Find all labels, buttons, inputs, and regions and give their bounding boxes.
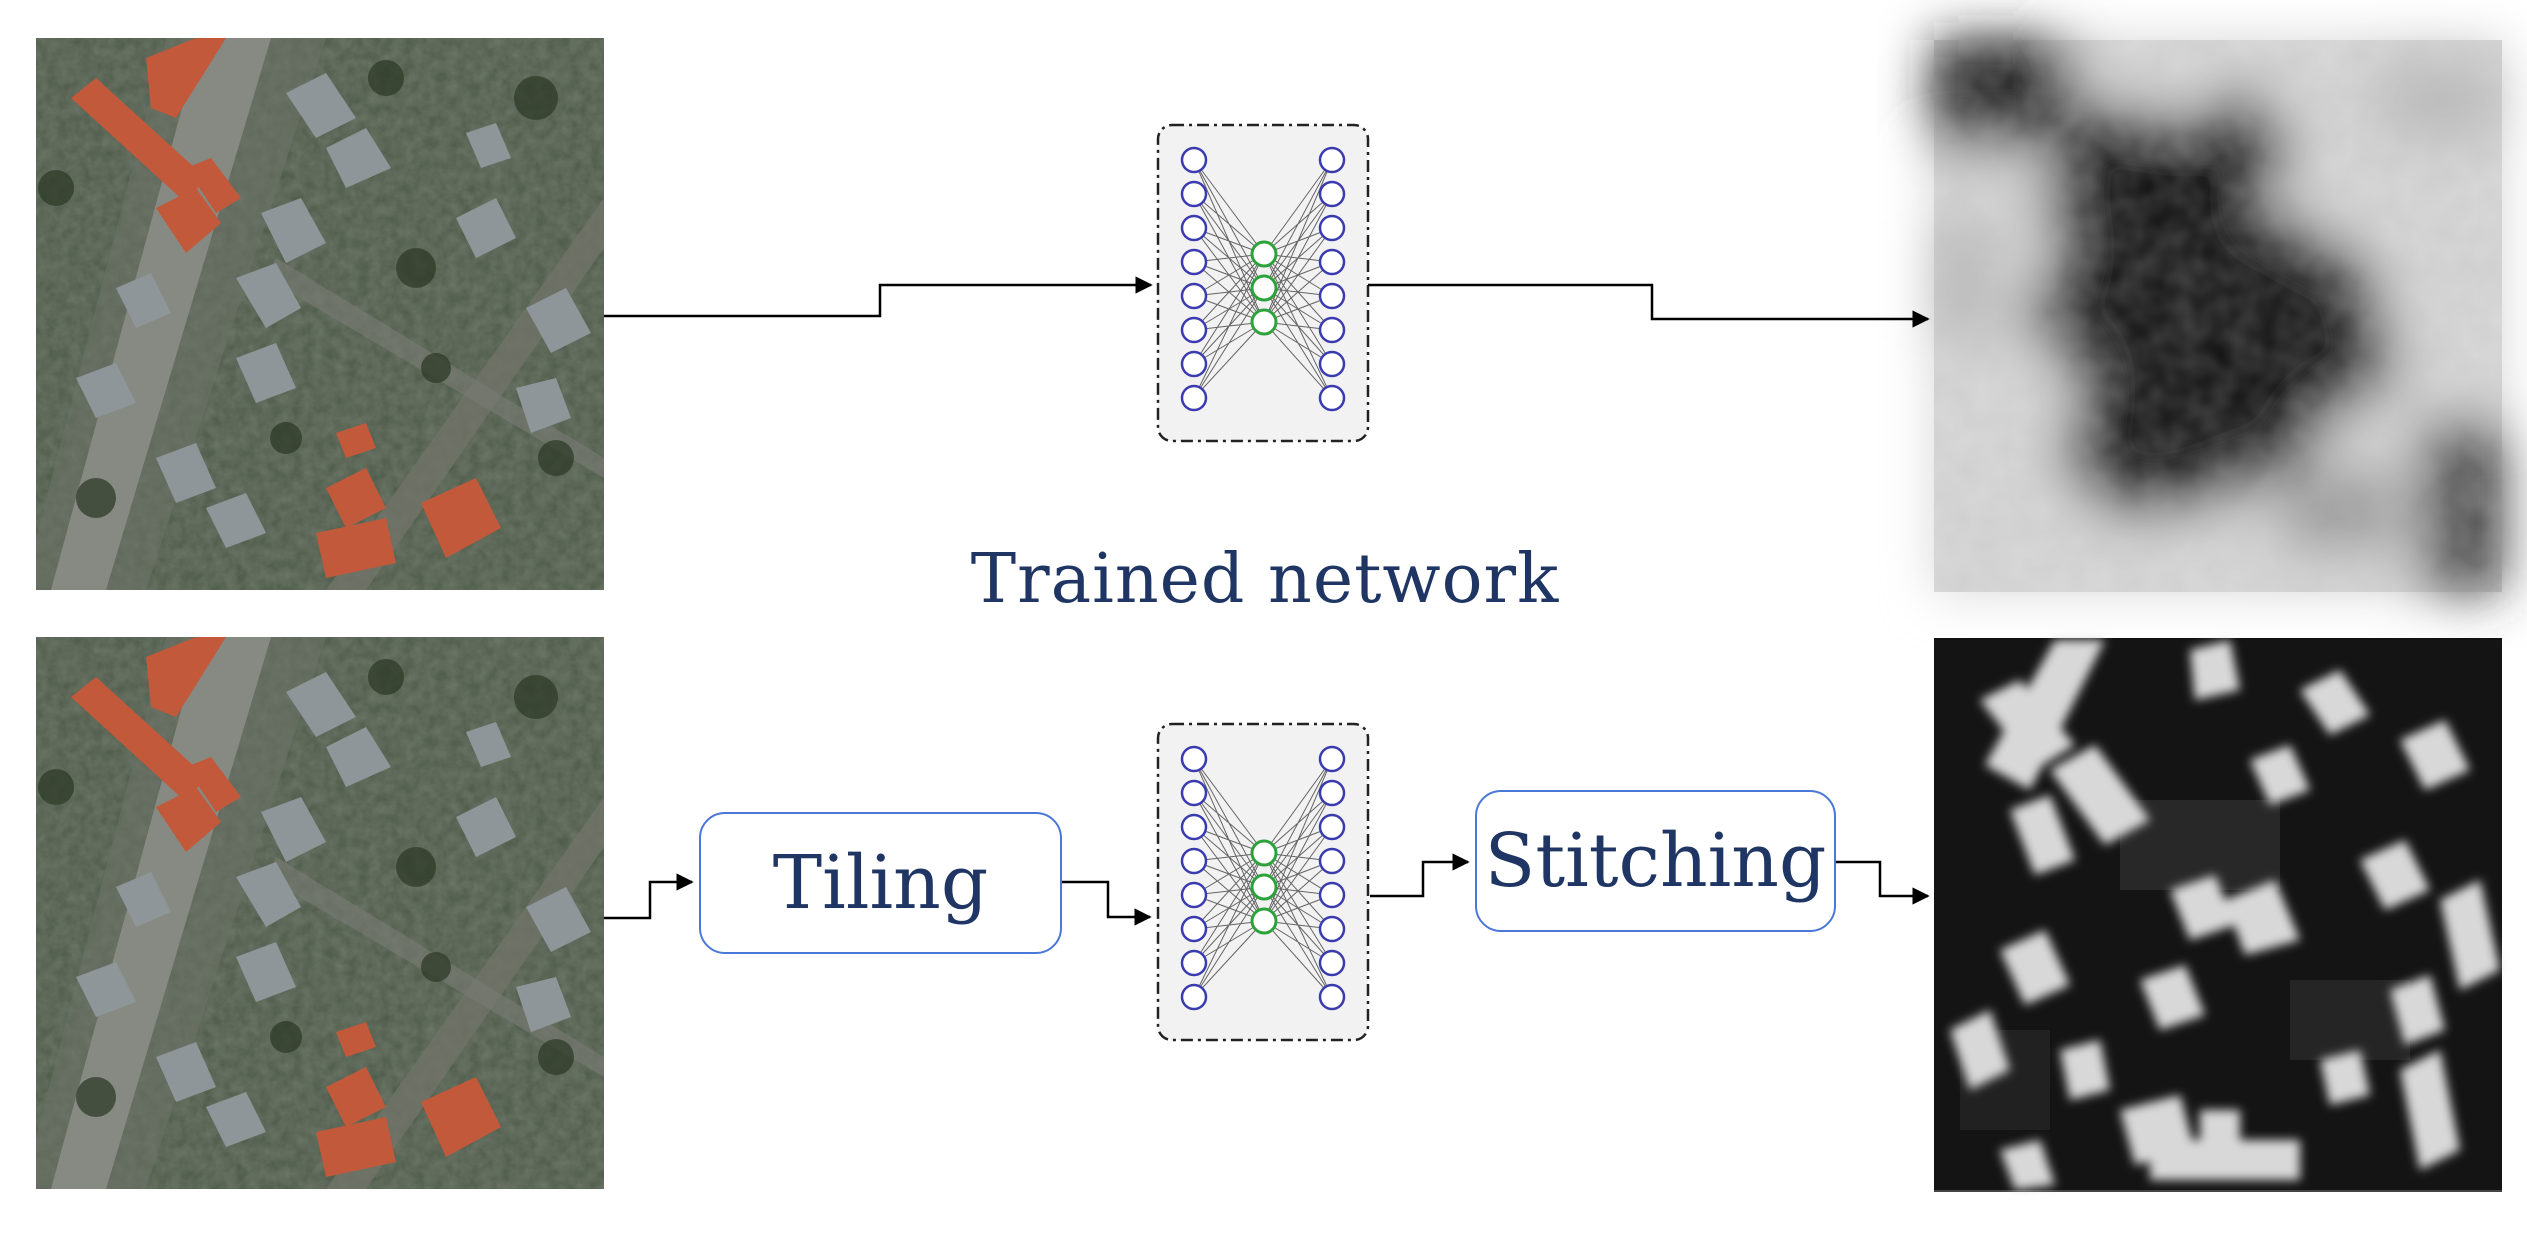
trained-network-label: Trained network [970,540,1560,619]
stitching-label: Stitching [1484,818,1827,904]
connector-bottom-3 [1370,853,1470,898]
coarse-prediction-image [1934,40,2502,592]
tiling-label: Tiling [772,840,989,926]
connector-bottom-2 [1062,880,1152,926]
connector-bottom-4 [1836,860,1930,905]
aerial-image-top [36,38,604,590]
detailed-prediction-image [1934,638,2502,1192]
connector-top-right [1368,283,1930,328]
network-icon-top [1156,123,1370,443]
network-icon-bottom [1156,722,1370,1042]
connector-top-left [604,276,1153,318]
stitching-box: Stitching [1475,790,1836,932]
aerial-image-bottom [36,637,604,1189]
connector-bottom-1 [604,873,694,920]
tiling-box: Tiling [699,812,1062,954]
